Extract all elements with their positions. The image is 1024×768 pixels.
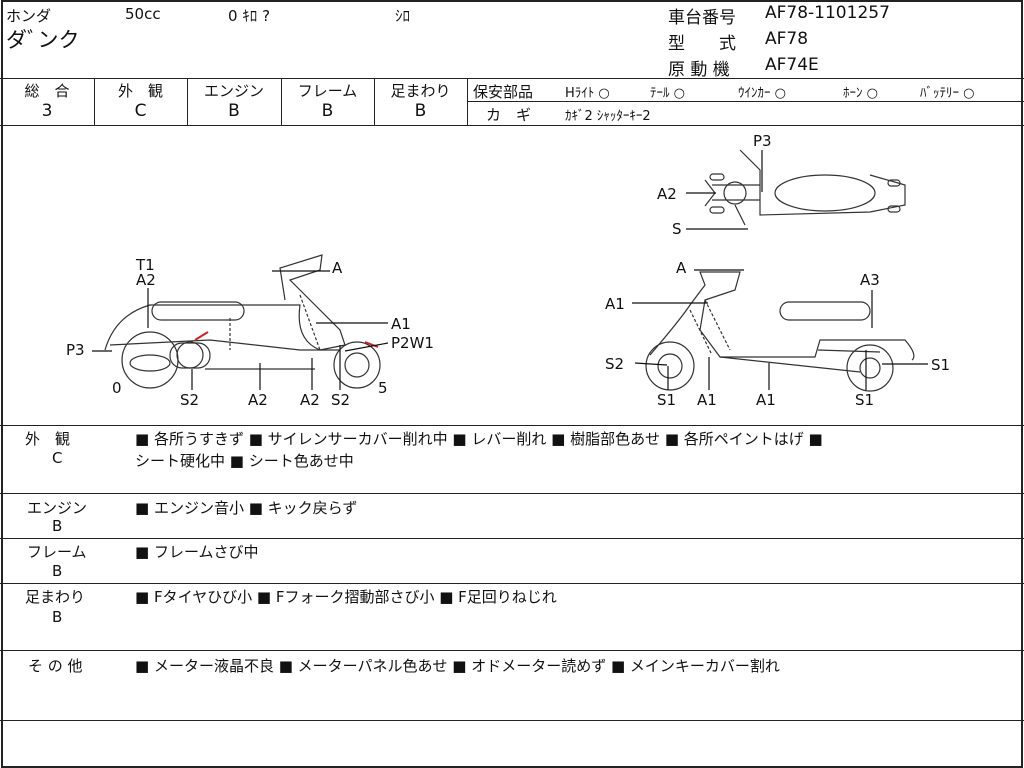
damage-label: 0 [112, 379, 122, 397]
damage-label: A2 [300, 391, 320, 409]
divider [0, 78, 1024, 79]
chassis-number: AF78-1101257 [765, 3, 890, 23]
damage-label: A2 [248, 391, 268, 409]
engine-label: 原 動 機 [668, 60, 730, 80]
damage-label: A1 [605, 295, 625, 313]
safety-label: 保安部品 [473, 83, 534, 101]
damage-label: A1 [697, 391, 717, 409]
safety-tail: ﾃｰﾙ ○ [650, 86, 685, 101]
key-label: カ ギ [486, 106, 532, 124]
scooter-top-drawing [704, 149, 906, 226]
engine-value: AF74E [765, 55, 819, 75]
damage-label: 5 [378, 379, 388, 397]
comment-category: 外 観 [25, 430, 71, 448]
maker: ホンダ [6, 7, 52, 25]
damage-label: A1 [756, 391, 776, 409]
damage-label: S [672, 220, 682, 238]
comment-grade: C [52, 449, 63, 467]
comment-text: シート硬化中 ■ シート色あせ中 [135, 452, 354, 470]
leader-lines [92, 150, 928, 390]
damage-label: A2 [657, 185, 677, 203]
comment-text: ■ 各所うすきず ■ サイレンサーカバー削れ中 ■ レバー削れ ■ 樹脂部色あせ… [135, 430, 823, 448]
grade-suspension-label: 足まわり [390, 82, 451, 100]
damage-label: S2 [605, 355, 625, 373]
comment-text: ■ Fタイヤひび小 ■ Fフォーク摺動部さび小 ■ F足回りねじれ [135, 588, 557, 606]
model-name: ダﾞンク [6, 28, 80, 52]
damage-label: S1 [855, 391, 875, 409]
damage-label: P3 [66, 341, 85, 359]
damage-label: A3 [860, 271, 880, 289]
damage-label: A [332, 259, 343, 277]
comment-category: 足まわり [25, 588, 86, 606]
comment-text: ■ エンジン音小 ■ キック戻らず [135, 499, 358, 517]
grade-overall-label: 総 合 [24, 82, 70, 100]
grade-engine-label: エンジン [203, 82, 264, 100]
damage-label: S2 [180, 391, 200, 409]
safety-battery: ﾊﾞｯﾃﾘｰ ○ [920, 86, 975, 101]
comment-grade: B [52, 517, 63, 535]
type-value: AF78 [765, 29, 809, 49]
grade-exterior-label: 外 観 [117, 82, 163, 100]
displacement: 50cc [125, 5, 161, 23]
divider [467, 101, 1024, 102]
safety-winker: ｳｲﾝｶｰ ○ [738, 86, 786, 101]
damage-label: S2 [331, 391, 351, 409]
damage-label: T1 [136, 256, 155, 274]
divider [0, 125, 1024, 126]
comment-category: エンジン [27, 499, 88, 517]
grade-overall-value: 3 [41, 101, 53, 121]
comment-grade: B [52, 562, 63, 580]
damage-label: A1 [391, 315, 411, 333]
scooter-diagrams [92, 149, 928, 392]
grade-exterior-value: C [134, 101, 147, 121]
grade-engine-value: B [228, 101, 240, 121]
grade-frame-label: フレーム [297, 82, 358, 100]
damage-label: S1 [657, 391, 677, 409]
chassis-label: 車台番号 [668, 8, 736, 28]
comment-category: そ の 他 [28, 657, 83, 675]
mileage: 0 ｷﾛ ? [228, 7, 271, 25]
damage-label: A [676, 259, 687, 277]
safety-headlight: Hﾗｲﾄ ○ [565, 86, 610, 101]
scooter-right-side-drawing [645, 271, 915, 392]
damage-label: A2 [136, 271, 156, 289]
grade-suspension-value: B [414, 101, 427, 121]
comment-category: フレーム [27, 543, 87, 561]
comment-grade: B [52, 608, 63, 626]
grade-frame-value: B [321, 101, 334, 121]
damage-label: S1 [931, 356, 951, 374]
type-label: 型 式 [668, 34, 736, 54]
damage-label: P3 [753, 132, 772, 150]
color: ｼﾛ [395, 7, 411, 25]
comment-text: ■ フレームさび中 [135, 543, 259, 561]
comment-text: ■ メーター液晶不良 ■ メーターパネル色あせ ■ オドメーター読めず ■ メイ… [135, 657, 780, 675]
damage-label: P2W1 [391, 334, 434, 352]
safety-horn: ﾎｰﾝ ○ [843, 86, 878, 101]
key-value: ｶｷﾞ2 ｼｬｯﾀｰｷｰ2 [565, 109, 651, 124]
